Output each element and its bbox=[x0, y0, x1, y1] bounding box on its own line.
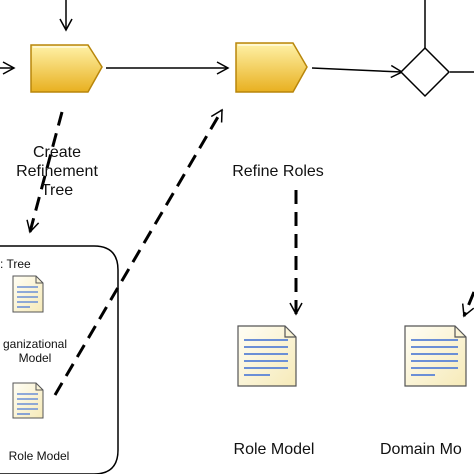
create-refinement-tree-label: Create Refinement Tree bbox=[4, 143, 110, 201]
label-line: Model bbox=[18, 351, 52, 366]
label-line: ganizational bbox=[2, 337, 68, 351]
decision-node[interactable] bbox=[399, 46, 451, 98]
products-container bbox=[0, 245, 119, 474]
label-line: Create bbox=[32, 144, 82, 161]
role-model-label: Role Model bbox=[233, 441, 315, 458]
role-model-small-label: Role Model bbox=[8, 449, 70, 463]
document-icon-role-model-small[interactable] bbox=[12, 382, 44, 419]
document-icon-tree[interactable] bbox=[12, 275, 44, 313]
tree-label: : Tree bbox=[0, 257, 31, 271]
refine-roles-label: Refine Roles bbox=[218, 162, 338, 181]
document-icon-role-model[interactable] bbox=[237, 325, 297, 387]
label-line: Tree bbox=[40, 182, 74, 200]
activity-refine-roles[interactable] bbox=[235, 42, 308, 93]
label-line: Refine Roles bbox=[232, 163, 324, 180]
organizational-model-label: ganizational Model bbox=[0, 337, 70, 366]
flow-refine-to-decision bbox=[311, 64, 404, 79]
activity-create-refinement-tree[interactable] bbox=[30, 44, 103, 93]
document-icon-domain-model[interactable] bbox=[404, 325, 467, 387]
domain-model-label: Domain Mo bbox=[380, 441, 462, 458]
dataflow-to-domain-model bbox=[461, 291, 474, 318]
dataflow-model-to-refine bbox=[53, 108, 224, 396]
label-line: Refinement bbox=[16, 163, 98, 181]
